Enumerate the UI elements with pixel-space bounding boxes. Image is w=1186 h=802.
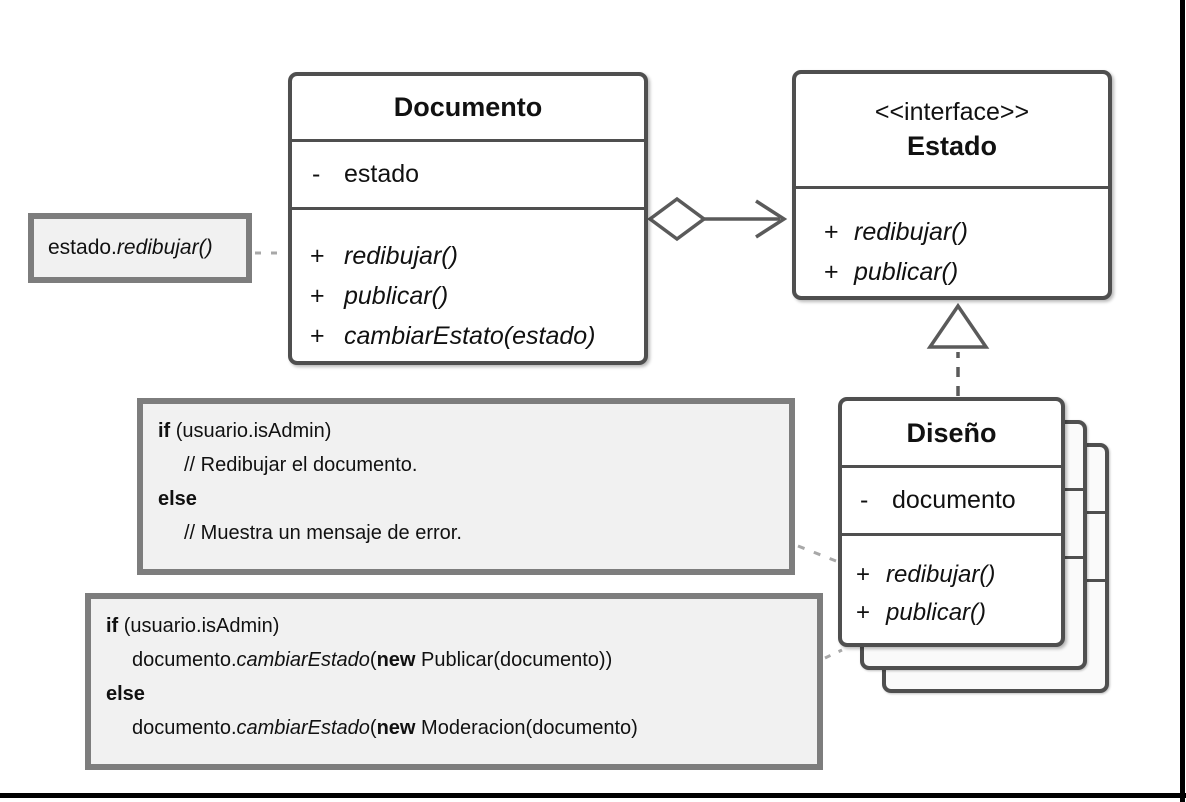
method-name: redibujar(): [886, 561, 996, 588]
keyword-if: if: [158, 420, 171, 442]
attribute-name: estado: [344, 160, 420, 188]
visibility-prefix: +: [856, 599, 871, 626]
condition-text: (usuario.isAdmin): [170, 420, 332, 442]
visibility-prefix: +: [856, 561, 871, 588]
code-line: // Muestra un mensaje de error.: [158, 516, 789, 550]
keyword-else: else: [158, 488, 197, 510]
visibility-prefix: +: [824, 218, 839, 246]
code-line: if (usuario.isAdmin): [106, 609, 817, 643]
visibility-prefix: -: [860, 486, 869, 514]
keyword-if: if: [106, 615, 119, 637]
method-name: publicar(): [854, 258, 959, 286]
code-line: else: [158, 482, 789, 516]
code-line: else: [106, 677, 817, 711]
interface-name: Estado: [906, 131, 998, 161]
hollow-triangle-icon: [926, 302, 990, 349]
note-connector-redraw: [797, 544, 837, 563]
keyword-else: else: [106, 683, 145, 705]
method-name: redibujar(): [344, 242, 458, 270]
keyword-new: new: [376, 649, 416, 671]
paren-text: (: [369, 649, 377, 671]
comment-text: // Redibujar el documento.: [184, 454, 418, 476]
method-row: + redibujar(): [856, 556, 1061, 594]
comment-text: // Muestra un mensaje de error.: [184, 522, 462, 544]
realization-connector: [926, 302, 990, 396]
note-text-italic: redibujar(): [116, 236, 213, 259]
interface-box-estado: <<interface>> Estado + redibujar() + publi…: [792, 70, 1112, 300]
method-name: redibujar(): [854, 218, 968, 246]
attribute-row: -documento: [860, 486, 1016, 515]
method-row: + redibujar(): [310, 236, 644, 276]
frame-border-right: [1180, 0, 1185, 802]
class-attributes-documento: -estado: [292, 139, 644, 207]
visibility-prefix: +: [310, 282, 325, 310]
class-title-diseno: Diseño: [906, 417, 997, 448]
open-arrowhead-icon: [755, 199, 788, 239]
code-line: if (usuario.isAdmin): [158, 414, 789, 448]
class-attributes-diseno: -documento: [842, 465, 1061, 533]
attribute-row: -estado: [312, 160, 419, 189]
note-state-call: estado.redibujar(): [28, 213, 252, 283]
interface-methods-estado: + redibujar() + publicar(): [796, 186, 1108, 296]
args-text: Moderacion(documento): [415, 717, 638, 739]
method-name: cambiarEstato(estado): [344, 322, 596, 350]
note-code-redraw: if (usuario.isAdmin) // Redibujar el doc…: [137, 398, 795, 575]
keyword-new: new: [376, 717, 416, 739]
note-text-plain: estado.: [48, 236, 117, 259]
class-title-documento: Documento: [393, 92, 543, 122]
method-row: + redibujar(): [824, 212, 1108, 252]
class-methods-diseno: + redibujar() + publicar(): [842, 533, 1061, 643]
note-text: estado.redibujar(): [48, 231, 213, 265]
condition-text: (usuario.isAdmin): [118, 615, 280, 637]
aggregation-connector: [647, 196, 788, 242]
code-line: documento.cambiarEstado(new Publicar(doc…: [106, 643, 817, 677]
method-row: + publicar(): [310, 276, 644, 316]
paren-text: (: [369, 717, 377, 739]
method-row: + publicar(): [824, 252, 1108, 292]
method-call-text: cambiarEstado: [236, 649, 370, 671]
attribute-name: documento: [892, 486, 1016, 514]
method-name: publicar(): [886, 599, 987, 626]
visibility-prefix: +: [824, 258, 839, 286]
class-box-documento: Documento -estado + redibujar() + publicar…: [288, 72, 648, 365]
method-row: + publicar(): [856, 594, 1061, 632]
method-call-text: cambiarEstado: [236, 717, 370, 739]
args-text: Publicar(documento)): [415, 649, 613, 671]
method-name: publicar(): [344, 282, 449, 310]
object-text: documento.: [132, 717, 237, 739]
visibility-prefix: +: [310, 242, 325, 270]
code-line: documento.cambiarEstado(new Moderacion(d…: [106, 711, 817, 745]
class-methods-documento: + redibujar() + publicar() + cambiarEstato(…: [292, 207, 644, 361]
class-box-diseno: Diseño -documento + redibujar() + publicar…: [838, 397, 1065, 647]
method-row: + cambiarEstato(estado): [310, 316, 644, 356]
frame-border-bottom: [0, 793, 1186, 798]
visibility-prefix: +: [310, 322, 325, 350]
code-line: // Redibujar el documento.: [158, 448, 789, 482]
visibility-prefix: -: [312, 160, 321, 188]
stereotype-label: <<interface>>: [874, 98, 1030, 126]
aggregation-diamond-icon: [647, 196, 707, 242]
object-text: documento.: [132, 649, 237, 671]
interface-title-estado: <<interface>> Estado: [796, 74, 1108, 186]
note-connector-publish: [824, 648, 843, 660]
note-code-publish: if (usuario.isAdmin) documento.cambiarEs…: [85, 593, 823, 770]
